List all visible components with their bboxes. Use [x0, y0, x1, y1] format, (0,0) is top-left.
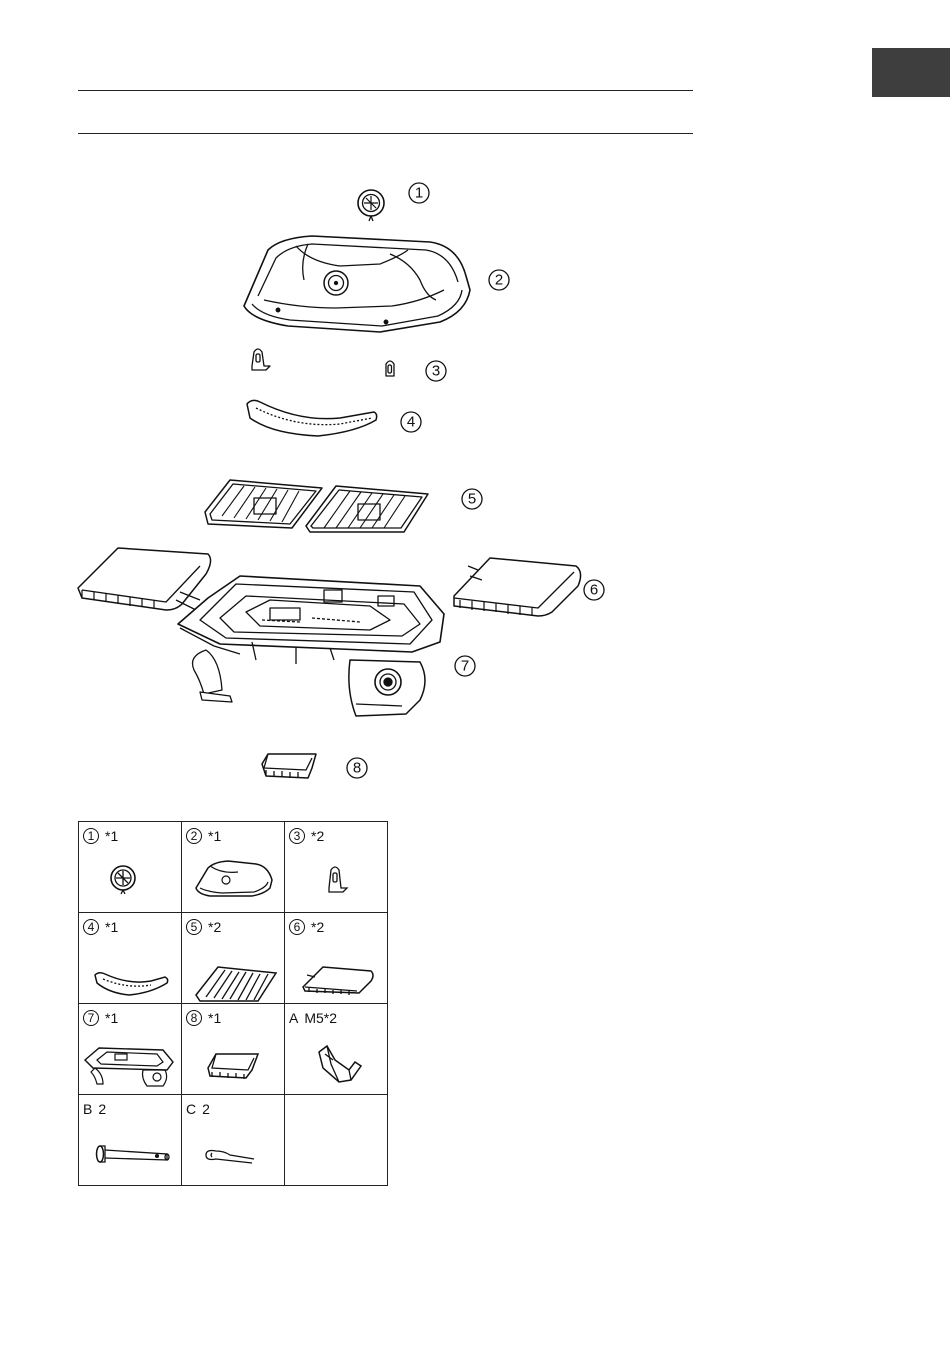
part-number: 7 — [83, 1010, 99, 1026]
parts-list-table: 1 *1 2 *1 — [78, 821, 388, 1186]
part-quantity: *2 — [208, 918, 221, 936]
parts-row: 4 *1 5 *2 6 — [79, 913, 388, 1004]
thermometer-icon — [79, 848, 181, 912]
part-cell-a: A M5*2 — [285, 1004, 388, 1095]
side-table-icon — [285, 939, 387, 1003]
part-number: 8 — [186, 1010, 202, 1026]
grease-tray-icon — [182, 1030, 284, 1094]
part-cell-7: 7 *1 — [79, 1004, 182, 1095]
part-number: 3 — [289, 828, 305, 844]
part-cell-c: C 2 — [182, 1095, 285, 1186]
grease-tray-part — [262, 754, 316, 778]
part-quantity: M5*2 — [304, 1009, 337, 1027]
parts-row: B 2 C 2 — [79, 1095, 388, 1186]
pin-icon — [79, 1121, 181, 1185]
handle-part — [247, 400, 377, 436]
grill-grate-right — [306, 486, 428, 532]
part-cell-2: 2 *1 — [182, 822, 285, 913]
part-quantity: *2 — [311, 827, 324, 845]
lid-bracket-left — [252, 349, 270, 370]
part-quantity: *2 — [311, 918, 324, 936]
side-table-left — [78, 548, 211, 610]
lid-bracket-right — [386, 361, 394, 376]
grill-body-icon — [79, 1030, 181, 1094]
part-number: 4 — [83, 919, 99, 935]
part-cell-6: 6 *2 — [285, 913, 388, 1004]
part-cell-b: B 2 — [79, 1095, 182, 1186]
part-quantity: 2 — [202, 1100, 210, 1118]
bracket-screw-icon — [285, 1030, 387, 1094]
part-cell-1: 1 *1 — [79, 822, 182, 913]
part-quantity: *1 — [105, 827, 118, 845]
part-letter: B — [83, 1100, 92, 1118]
part-number: 6 — [289, 919, 305, 935]
part-quantity: *1 — [208, 1009, 221, 1027]
callout-8: 8 — [353, 760, 361, 777]
callout-7: 7 — [461, 658, 469, 675]
part-cell-4: 4 *1 — [79, 913, 182, 1004]
part-letter: C — [186, 1100, 196, 1118]
part-cell-empty — [285, 1095, 388, 1186]
part-cell-5: 5 *2 — [182, 913, 285, 1004]
thermometer-part — [358, 190, 384, 221]
clip-icon — [182, 1121, 284, 1185]
callout-1: 1 — [415, 185, 423, 202]
lid-bracket-icon — [285, 848, 387, 912]
part-quantity: *1 — [105, 918, 118, 936]
lid-icon — [182, 848, 284, 912]
callout-4: 4 — [407, 414, 415, 431]
part-quantity: *1 — [105, 1009, 118, 1027]
lid-part — [244, 236, 470, 332]
callout-3: 3 — [432, 363, 440, 380]
side-table-right — [454, 558, 581, 616]
part-number: 2 — [186, 828, 202, 844]
callout-5: 5 — [468, 491, 476, 508]
part-number: 1 — [83, 828, 99, 844]
part-cell-8: 8 *1 — [182, 1004, 285, 1095]
callout-6: 6 — [590, 582, 598, 599]
parts-row: 7 *1 8 *1 — [79, 1004, 388, 1095]
callout-2: 2 — [495, 272, 503, 289]
part-number: 5 — [186, 919, 202, 935]
parts-row: 1 *1 2 *1 — [79, 822, 388, 913]
part-letter: A — [289, 1009, 298, 1027]
grill-grate-icon — [182, 939, 284, 1003]
exploded-view-diagram: 1 2 3 4 5 6 7 8 — [0, 0, 950, 800]
part-quantity: 2 — [98, 1100, 106, 1118]
handle-icon — [79, 939, 181, 1003]
grill-grate-left — [205, 480, 322, 528]
grill-body-part — [178, 576, 444, 716]
part-quantity: *1 — [208, 827, 221, 845]
part-cell-3: 3 *2 — [285, 822, 388, 913]
